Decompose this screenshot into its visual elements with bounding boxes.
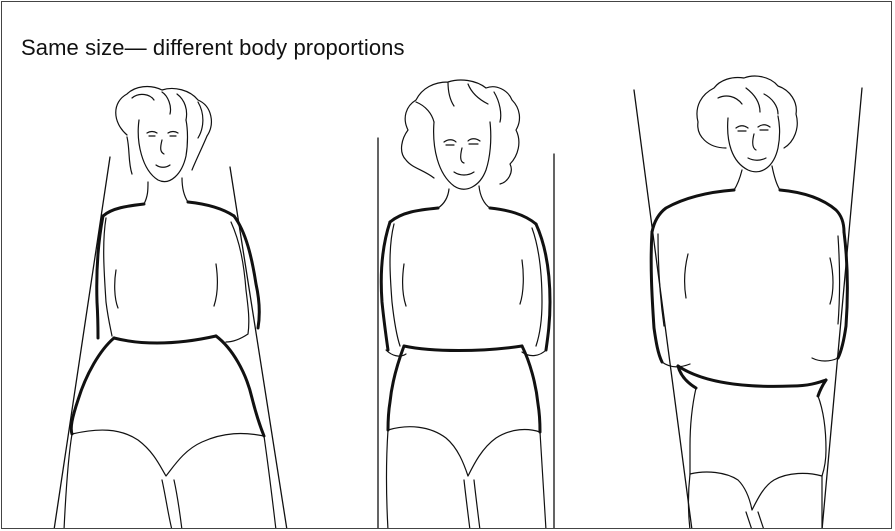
left-arm-inner	[104, 218, 118, 336]
pear-shaped-figure-illustration	[54, 87, 287, 529]
guide-line-right	[822, 88, 862, 529]
legs	[64, 434, 276, 529]
eyes	[147, 132, 178, 137]
hair	[697, 76, 797, 148]
hair	[116, 87, 212, 174]
left-arm-inner	[386, 224, 406, 356]
briefs-line	[72, 430, 264, 476]
shoulders	[103, 202, 234, 216]
hips-right	[216, 336, 264, 436]
left-arm-outer	[97, 216, 103, 338]
eyes	[444, 139, 480, 145]
hips-left	[71, 338, 114, 434]
nose-mouth	[748, 134, 766, 160]
briefs-line	[690, 472, 822, 510]
balanced-figure-illustration	[378, 80, 554, 529]
waist	[404, 346, 522, 351]
neck	[734, 166, 780, 190]
legs	[689, 474, 823, 529]
right-arm-inner	[214, 222, 249, 342]
briefs-line	[388, 427, 540, 476]
right-arm-outer	[536, 224, 550, 350]
face	[728, 116, 780, 172]
right-arm-inner	[520, 228, 546, 356]
waist	[114, 336, 216, 343]
guide-line-left	[634, 90, 692, 529]
left-arm-inner	[658, 234, 690, 367]
face	[434, 122, 491, 189]
hair	[402, 80, 520, 184]
left-arm-outer	[381, 222, 390, 350]
nose-mouth	[156, 140, 170, 167]
face	[138, 120, 187, 182]
shoulders	[390, 208, 536, 224]
hips-left	[690, 388, 696, 474]
eyes	[736, 125, 770, 131]
hips-left	[388, 346, 404, 430]
hips-right	[818, 396, 826, 476]
hips-right	[522, 346, 540, 432]
shoulders	[652, 190, 844, 232]
guide-line-left	[54, 157, 110, 529]
waist	[678, 366, 826, 386]
torso-sides	[678, 366, 826, 396]
right-arm-inner	[812, 236, 840, 361]
legs	[387, 430, 547, 529]
inverted-triangle-figure-illustration	[634, 76, 862, 529]
nose-mouth	[454, 148, 474, 175]
